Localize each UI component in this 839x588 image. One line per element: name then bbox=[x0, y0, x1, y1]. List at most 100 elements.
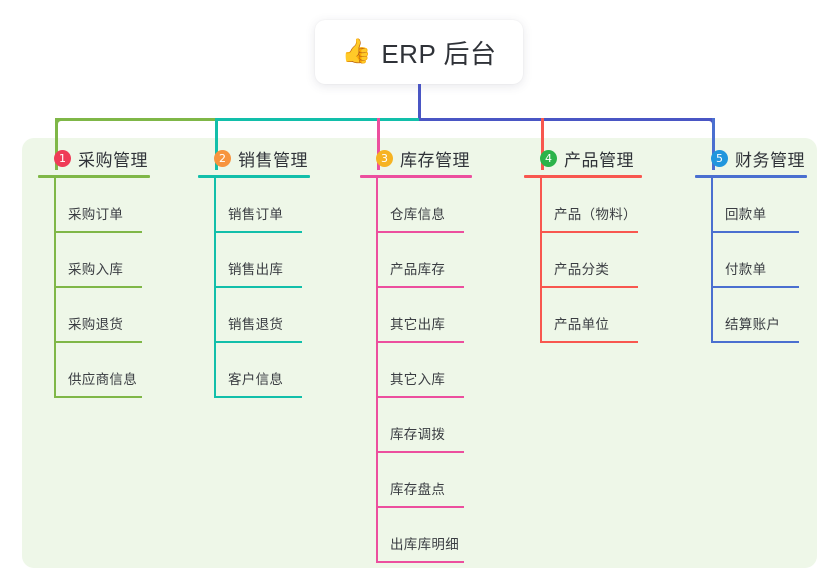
column-badge-1: 1 bbox=[54, 149, 71, 167]
connector-bus-mid bbox=[215, 118, 421, 121]
column-2: 2 销售管理销售订单销售出库销售退货客户信息 bbox=[198, 146, 310, 398]
list-item[interactable]: 采购订单 bbox=[38, 178, 150, 233]
column-title-5: 财务管理 bbox=[735, 150, 805, 170]
column-items-4: 产品（物料） 产品分类产品单位 bbox=[524, 178, 642, 343]
list-item[interactable]: 销售订单 bbox=[198, 178, 310, 233]
connector-drop-4 bbox=[541, 118, 544, 170]
column-3: 3 库存管理仓库信息产品库存其它出库其它入库库存调拨库存盘点出库库明细 bbox=[360, 146, 472, 563]
column-header-rule-5 bbox=[695, 175, 807, 178]
list-item-rule bbox=[214, 286, 302, 288]
list-item-label: 销售出库 bbox=[228, 262, 284, 277]
list-item[interactable]: 销售出库 bbox=[198, 233, 310, 288]
list-item-label: 回款单 bbox=[725, 207, 767, 222]
thumbs-up-icon: 👍 bbox=[341, 38, 372, 65]
column-header-2[interactable]: 2 销售管理 bbox=[198, 146, 310, 170]
list-item[interactable]: 产品单位 bbox=[524, 288, 642, 343]
list-item-label: 客户信息 bbox=[228, 372, 284, 387]
list-item-rule bbox=[540, 341, 638, 343]
list-item-rule bbox=[214, 341, 302, 343]
list-item[interactable]: 回款单 bbox=[695, 178, 807, 233]
list-item-rule bbox=[54, 396, 142, 398]
list-item-rule bbox=[214, 396, 302, 398]
column-5: 5 财务管理回款单付款单结算账户 bbox=[695, 146, 807, 343]
list-item-label: 采购退货 bbox=[68, 317, 124, 332]
list-item-label: 产品单位 bbox=[554, 317, 610, 332]
list-item-rule bbox=[711, 231, 799, 233]
list-item[interactable]: 供应商信息 bbox=[38, 343, 150, 398]
list-item-label: 销售订单 bbox=[228, 207, 284, 222]
list-item-rule bbox=[54, 231, 142, 233]
list-item-label: 采购入库 bbox=[68, 262, 124, 277]
list-item[interactable]: 销售退货 bbox=[198, 288, 310, 343]
column-badge-2: 2 bbox=[214, 149, 231, 167]
list-item[interactable]: 产品分类 bbox=[524, 233, 642, 288]
list-item-label: 销售退货 bbox=[228, 317, 284, 332]
list-item[interactable]: 其它出库 bbox=[360, 288, 472, 343]
column-header-5[interactable]: 5 财务管理 bbox=[695, 146, 807, 170]
column-badge-3: 3 bbox=[376, 149, 393, 167]
column-items-2: 销售订单销售出库销售退货客户信息 bbox=[198, 178, 310, 398]
connector-drop-2 bbox=[215, 118, 218, 170]
list-item[interactable]: 客户信息 bbox=[198, 343, 310, 398]
list-item-rule bbox=[54, 341, 142, 343]
list-item[interactable]: 采购退货 bbox=[38, 288, 150, 343]
list-item-rule bbox=[711, 341, 799, 343]
connector-bus-right bbox=[419, 118, 715, 121]
list-item-rule bbox=[711, 286, 799, 288]
list-item-label: 其它出库 bbox=[390, 317, 446, 332]
column-spine-5 bbox=[711, 178, 713, 343]
column-title-4: 产品管理 bbox=[564, 150, 634, 170]
root-node[interactable]: 👍 ERP 后台 bbox=[315, 20, 523, 84]
list-item[interactable]: 仓库信息 bbox=[360, 178, 472, 233]
list-item-rule bbox=[540, 231, 638, 233]
list-item[interactable]: 采购入库 bbox=[38, 233, 150, 288]
column-title-1: 采购管理 bbox=[78, 150, 148, 170]
list-item-label: 付款单 bbox=[725, 262, 767, 277]
connector-drop-1 bbox=[55, 118, 58, 170]
list-item-rule bbox=[376, 451, 464, 453]
column-header-rule-1 bbox=[38, 175, 150, 178]
list-item-rule bbox=[376, 231, 464, 233]
list-item-label: 结算账户 bbox=[725, 317, 781, 332]
column-4: 4 产品管理产品（物料） 产品分类产品单位 bbox=[524, 146, 642, 343]
column-spine-4 bbox=[540, 178, 542, 343]
column-header-3[interactable]: 3 库存管理 bbox=[360, 146, 472, 170]
list-item[interactable]: 结算账户 bbox=[695, 288, 807, 343]
list-item-label: 采购订单 bbox=[68, 207, 124, 222]
column-spine-1 bbox=[54, 178, 56, 398]
list-item-label: 库存盘点 bbox=[390, 482, 446, 497]
column-items-1: 采购订单采购入库采购退货供应商信息 bbox=[38, 178, 150, 398]
connector-root-stem bbox=[418, 84, 421, 121]
list-item[interactable]: 付款单 bbox=[695, 233, 807, 288]
list-item[interactable]: 库存调拨 bbox=[360, 398, 472, 453]
list-item[interactable]: 其它入库 bbox=[360, 343, 472, 398]
list-item-label: 产品库存 bbox=[390, 262, 446, 277]
column-title-2: 销售管理 bbox=[238, 150, 308, 170]
list-item-rule bbox=[54, 286, 142, 288]
list-item-rule bbox=[214, 231, 302, 233]
list-item[interactable]: 产品（物料） bbox=[524, 178, 642, 233]
column-header-rule-4 bbox=[524, 175, 642, 178]
list-item-label: 产品分类 bbox=[554, 262, 610, 277]
column-badge-5: 5 bbox=[711, 149, 728, 167]
connector-drop-5 bbox=[712, 118, 715, 170]
diagram-panel bbox=[22, 138, 817, 568]
connector-drop-3 bbox=[377, 118, 380, 170]
column-title-3: 库存管理 bbox=[400, 150, 470, 170]
list-item[interactable]: 产品库存 bbox=[360, 233, 472, 288]
list-item-rule bbox=[540, 286, 638, 288]
column-header-1[interactable]: 1 采购管理 bbox=[38, 146, 150, 170]
column-1: 1 采购管理采购订单采购入库采购退货供应商信息 bbox=[38, 146, 150, 398]
column-items-5: 回款单付款单结算账户 bbox=[695, 178, 807, 343]
column-header-rule-3 bbox=[360, 175, 472, 178]
list-item-label: 库存调拨 bbox=[390, 427, 446, 442]
list-item[interactable]: 出库库明细 bbox=[360, 508, 472, 563]
column-badge-4: 4 bbox=[540, 149, 557, 167]
list-item-label: 其它入库 bbox=[390, 372, 446, 387]
column-header-4[interactable]: 4 产品管理 bbox=[524, 146, 642, 170]
column-header-rule-2 bbox=[198, 175, 310, 178]
list-item-rule bbox=[376, 341, 464, 343]
column-spine-2 bbox=[214, 178, 216, 398]
list-item[interactable]: 库存盘点 bbox=[360, 453, 472, 508]
list-item-label: 供应商信息 bbox=[68, 372, 137, 387]
